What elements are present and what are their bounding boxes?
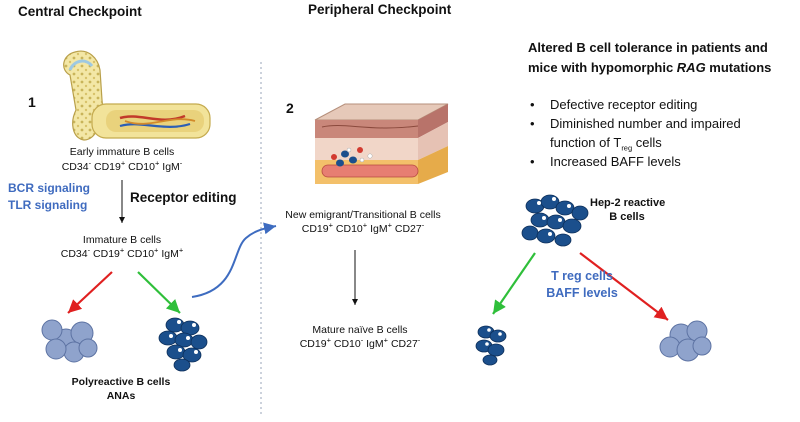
early-immature-markers: CD34- CD19+ CD10+ IgM- [61,158,183,173]
central-checkpoint-title: Central Checkpoint [18,4,142,19]
treg-baff-label: T reg cells BAFF levels [546,269,618,300]
immature-label: Immature B cells [82,234,162,246]
rag-bullet-list: •Defective receptor editing •Diminished … [530,95,741,171]
immature-markers: CD34- CD19+ CD10+ IgM+ [60,245,184,260]
rag-bullet-3: •Increased BAFF levels [530,154,681,169]
transitional-label: New emigrant/Transitional B cells [285,209,441,221]
step-number-1: 1 [28,94,36,110]
step-number-2: 2 [286,100,294,116]
rag-bullet-2: •Diminished number and impaired [530,116,741,131]
hep2-reactive-cells-icon [521,194,589,247]
rag-bullet-1: •Defective receptor editing [530,97,698,112]
early-immature-label: Early immature B cells [69,146,175,158]
polyreactive-deleted-cells-icon [41,319,98,363]
receptor-editing-label: Receptor editing [130,190,237,205]
rag-surviving-cells-icon [475,325,507,366]
hep2-label: Hep-2 reactive B cells [590,197,666,223]
rag-title: Altered B cell tolerance in patients and… [528,40,772,75]
transitional-markers: CD19+ CD10+ IgM+ CD27- [301,220,425,235]
rag-deleted-cells-icon [659,320,712,362]
anas-label: ANAs [106,390,136,402]
peripheral-checkpoint-title: Peripheral Checkpoint [308,2,452,17]
arrow-red-rag [579,252,669,321]
polyreactive-surviving-cells-icon [158,317,208,372]
arrow-green-central [137,271,181,314]
skin-tissue-icon [314,103,449,184]
polyreactive-label: Polyreactive B cells [71,376,171,388]
arrow-to-periphery [191,222,277,298]
arrow-green-rag [492,252,536,315]
arrow-red-central [67,271,113,314]
bone-icon [63,50,211,141]
mature-markers: CD19+ CD10- IgM+ CD27- [299,335,421,350]
rag-bullet-2-cont: function of Treg cells [550,135,662,153]
mature-label: Mature naïve B cells [312,324,408,336]
